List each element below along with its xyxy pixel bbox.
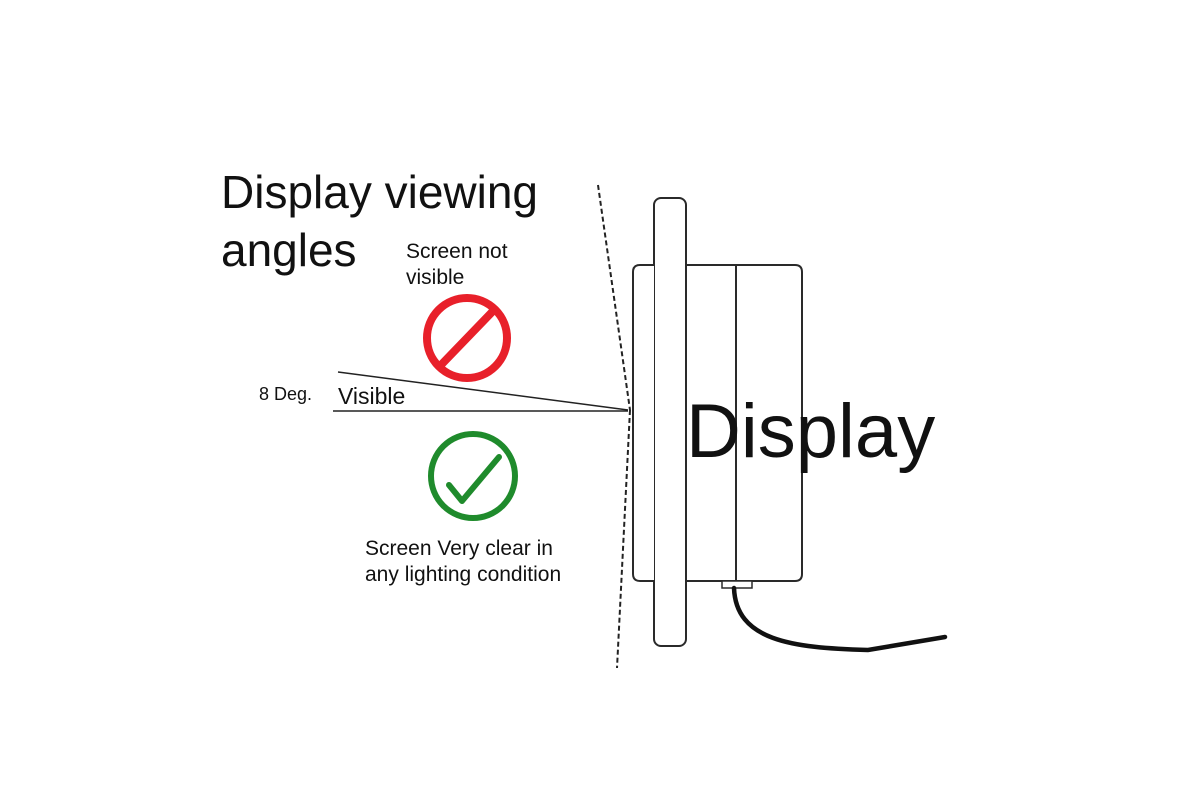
diagram-title-line-1: Display viewing bbox=[221, 166, 539, 218]
display-rim bbox=[632, 264, 654, 582]
display-bezel bbox=[653, 197, 687, 647]
prohibited-icon bbox=[423, 294, 511, 382]
cable bbox=[731, 585, 948, 653]
angle-label: 8 Deg. bbox=[259, 384, 313, 404]
not-visible-label-line-1: Screen not bbox=[406, 240, 508, 263]
not-visible-label-line-2: visible bbox=[406, 266, 465, 289]
visible-label: Visible bbox=[338, 383, 406, 409]
angle-line-upper bbox=[337, 371, 629, 411]
diagram-title-line-2: angles bbox=[221, 224, 357, 276]
cable-connector bbox=[721, 580, 753, 589]
viewing-boundary-lower bbox=[616, 409, 631, 669]
visible-caption-line-2: any lighting condition bbox=[365, 563, 562, 586]
visible-caption-line-1: Screen Very clear in bbox=[365, 537, 553, 560]
checkmark-icon-tick bbox=[446, 454, 502, 504]
prohibited-icon-slash bbox=[436, 306, 498, 370]
prohibited-icon-ring bbox=[423, 294, 511, 382]
checkmark-icon-ring bbox=[428, 431, 518, 521]
viewing-boundary-upper bbox=[597, 184, 631, 411]
display-body bbox=[685, 264, 803, 582]
checkmark-icon bbox=[428, 431, 518, 521]
display-label: Display bbox=[686, 389, 936, 474]
